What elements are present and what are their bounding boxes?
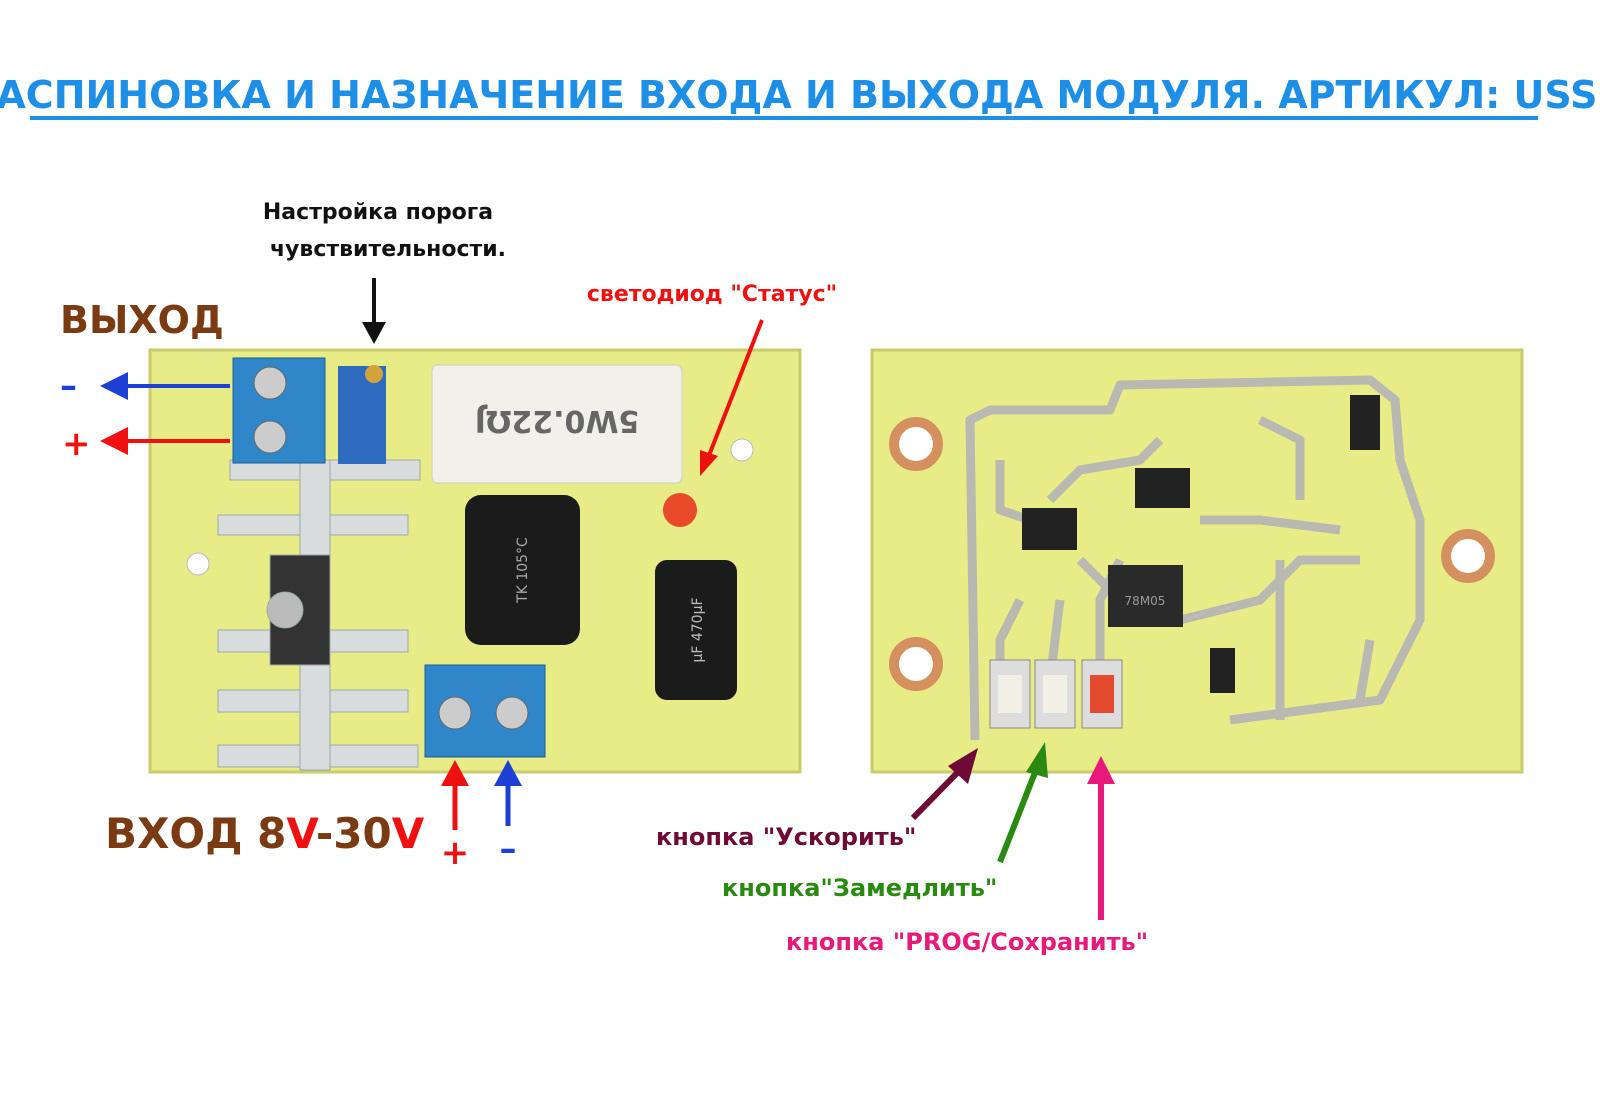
status-led [663,493,697,527]
input-terminal-block [424,664,546,758]
led-arrowhead [700,450,718,476]
capacitor-small: µF 470µF [655,560,737,700]
svg-text:µF 470µF: µF 470µF [690,597,706,662]
title-underline [30,116,1538,120]
trimmer-label-line2: чувствительности. [270,237,506,262]
input-minus-arrowhead [494,760,522,786]
button-speed-up-label: кнопка "Ускорить" [656,823,916,851]
right-board-photo: 78M05 [870,348,1524,774]
trimmer-potentiometer [338,365,386,464]
left-board-photo: 5W0.22ΩJ TK 105°C µF 470µF [148,348,802,774]
diode-2 [1210,648,1235,693]
heatsink [217,459,421,771]
copper-traces [965,375,1425,741]
led-label: светодиод "Статус" [587,282,837,307]
svg-text:5W0.22ΩJ: 5W0.22ΩJ [475,403,640,438]
tactile-buttons [989,659,1123,729]
diode-1 [1350,395,1380,450]
output-minus-label: – [60,366,77,406]
button-prog-save-label: кнопка "PROG/Сохранить" [786,928,1148,956]
prog-save-arrowhead [1087,756,1115,784]
trimmer-label-line1: Настройка порога [263,200,493,225]
output-terminal-block [232,357,326,464]
input-plus-arrowhead [441,760,469,786]
output-label: ВЫХОД [60,298,224,342]
input-label: ВХОД 8V-30V [105,809,425,858]
led-arrow [706,319,764,459]
ic-chip-1 [1022,508,1077,550]
speed-up-arrowhead [948,748,978,784]
input-plus-label: + [441,833,470,873]
trimmer-arrowhead [362,322,386,344]
input-minus-label: – [500,829,517,869]
power-resistor: 5W0.22ΩJ [431,364,683,484]
svg-text:78M05: 78M05 [1125,594,1166,608]
slow-down-arrow [997,768,1039,864]
output-plus-arrowhead [100,427,128,455]
svg-text:TK 105°C: TK 105°C [515,537,531,604]
voltage-regulator [1108,565,1183,627]
page-title: РАСПИНОВКА И НАЗНАЧЕНИЕ ВХОДА И ВЫХОДА М… [0,73,1597,117]
button-slow-down-label: кнопка"Замедлить" [722,874,997,902]
output-plus-label: + [62,424,91,464]
ic-chip-2 [1135,468,1190,508]
output-minus-arrowhead [100,372,128,400]
speed-up-arrow [910,767,963,821]
capacitor-large: TK 105°C [465,495,580,645]
slow-down-arrowhead [1026,742,1048,778]
